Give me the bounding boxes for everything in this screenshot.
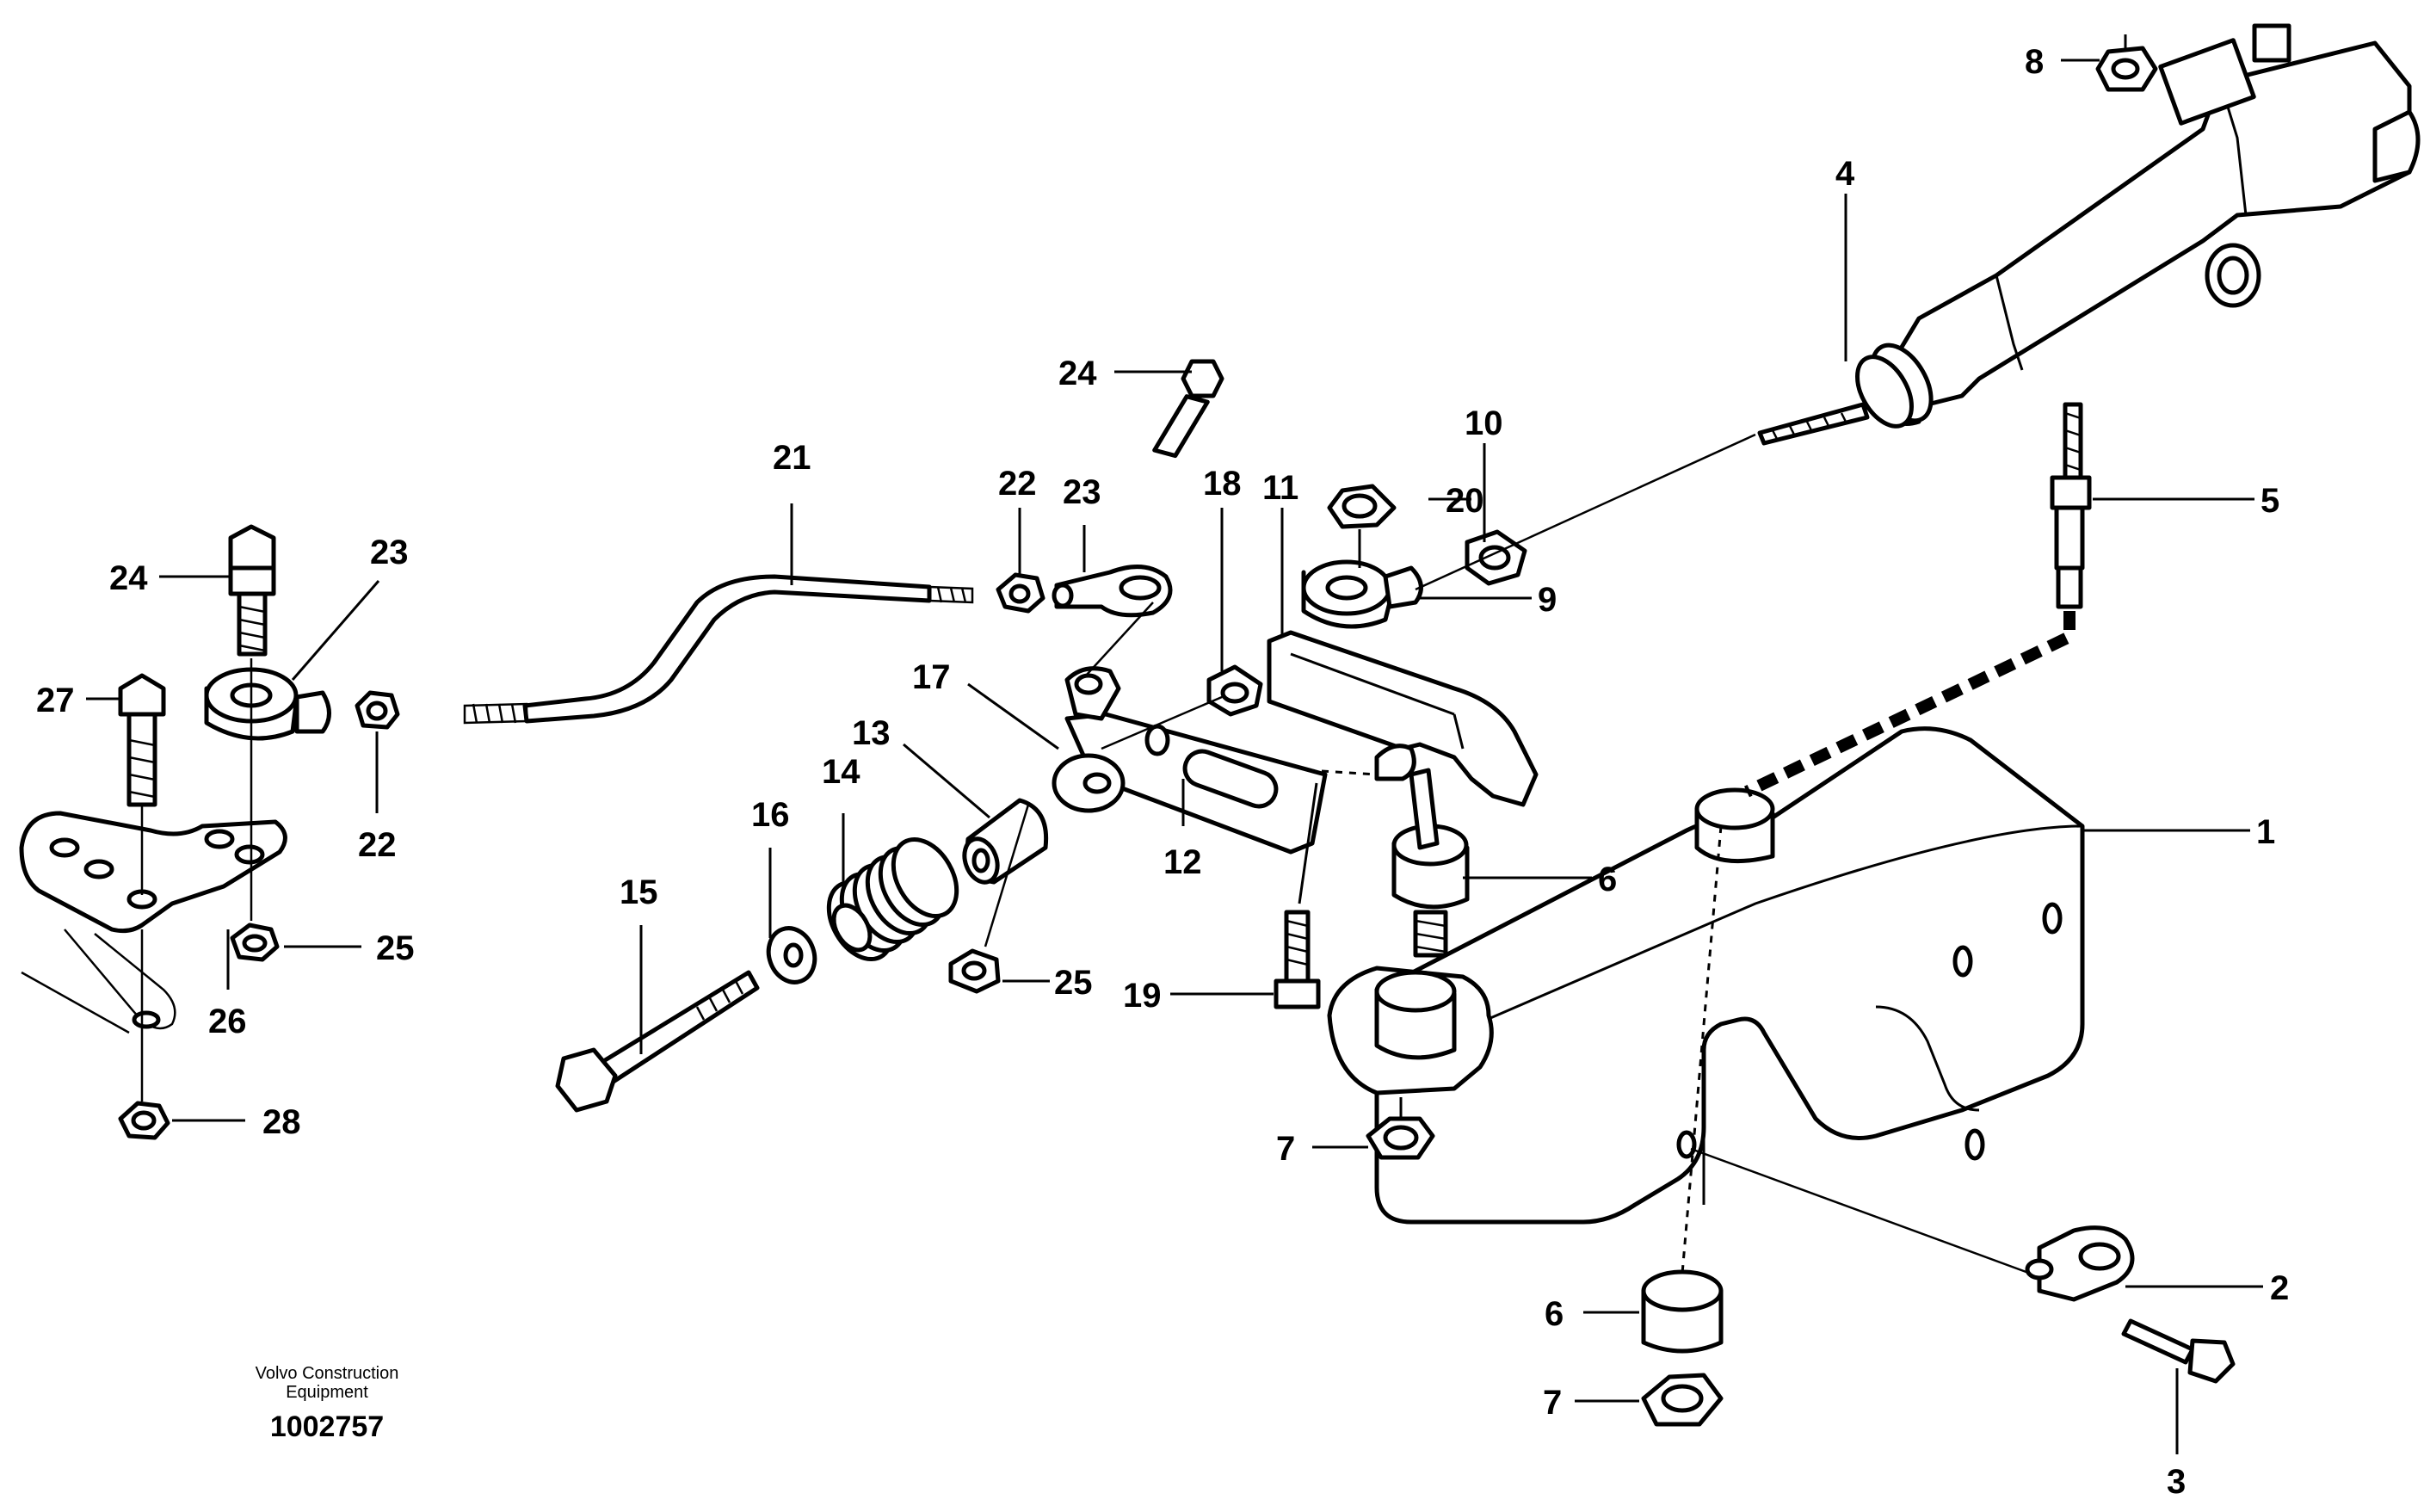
bolt-part-24-left <box>228 524 276 657</box>
callout-5: 5 <box>2261 482 2279 520</box>
bushing-part-6-upper <box>1391 768 1470 958</box>
rod-link-line <box>1415 433 1756 591</box>
bushing-part-6-lower <box>1641 1269 1724 1354</box>
callout-26: 26 <box>208 1003 247 1040</box>
leader-lines <box>86 59 2263 1454</box>
callout-12: 12 <box>1163 843 1202 881</box>
callout-25-middle: 25 <box>1054 964 1093 1002</box>
callout-23-left: 23 <box>370 534 409 571</box>
nut-part-7-upper <box>1366 1097 1435 1160</box>
callout-23-right: 23 <box>1063 473 1101 511</box>
callout-22-left: 22 <box>358 826 397 864</box>
spacer-part-13 <box>962 798 1049 885</box>
rod-end-part-23-left <box>204 667 331 741</box>
lever-part-11 <box>1267 630 1539 807</box>
pin-hidden-line <box>1307 768 1378 776</box>
nut-part-28 <box>118 1101 170 1140</box>
clamp-part-2 <box>2025 1225 2135 1302</box>
callout-14: 14 <box>822 753 860 791</box>
callout-8: 8 <box>2025 43 2044 81</box>
washer-part-16 <box>766 926 817 984</box>
lower-link <box>21 929 176 1034</box>
spring-part-14 <box>826 836 959 962</box>
callout-2: 2 <box>2270 1269 2289 1307</box>
callout-19: 19 <box>1123 977 1162 1015</box>
callout-labels: 1 2 3 4 5 6 6 7 7 8 9 10 11 12 13 14 15 … <box>36 43 2289 1501</box>
nut-part-8 <box>2095 34 2158 92</box>
callout-17: 17 <box>912 658 951 696</box>
drawing-footer: Volvo Construction Equipment 1002757 <box>198 1364 456 1444</box>
valve-part-4 <box>1757 23 2421 446</box>
bolt-part-3 <box>2121 1318 2236 1384</box>
bolt-part-19 <box>1274 782 1321 1009</box>
stud-part-5 <box>2050 402 2092 609</box>
bracket-part-1 <box>1327 726 2085 1225</box>
callout-9: 9 <box>1538 581 1557 619</box>
nut-part-25-left <box>230 923 280 962</box>
stud-hidden-path <box>1743 611 2076 798</box>
lever-plate-part-12 <box>1064 666 1328 855</box>
callout-24-left: 24 <box>109 559 148 597</box>
callout-21: 21 <box>773 439 811 477</box>
callout-18: 18 <box>1203 465 1242 503</box>
rod-end-part-9 <box>1301 559 1423 629</box>
callout-7-lower: 7 <box>1543 1384 1562 1422</box>
plate-part-26 <box>19 811 287 934</box>
nut-part-20 <box>1327 484 1397 529</box>
callout-10: 10 <box>1465 404 1503 442</box>
callout-16: 16 <box>751 796 790 834</box>
link-rod-part-21 <box>463 574 974 725</box>
washer-part-17 <box>1052 753 1126 813</box>
nut-part-10 <box>1465 529 1527 586</box>
callout-3: 3 <box>2167 1463 2186 1501</box>
nut-part-25-middle <box>948 948 1001 994</box>
callout-15: 15 <box>620 873 658 911</box>
callout-27: 27 <box>36 682 75 719</box>
callout-7-upper: 7 <box>1276 1130 1295 1168</box>
callout-1: 1 <box>2256 813 2275 851</box>
axis-line-25 <box>984 804 1030 947</box>
nut-part-18 <box>1206 664 1263 717</box>
brand-line-2: Equipment <box>286 1383 368 1402</box>
nut-part-22-left <box>355 690 400 730</box>
drawing-number: 1002757 <box>269 1410 385 1443</box>
callout-11: 11 <box>1262 469 1298 507</box>
callout-6-lower: 6 <box>1545 1295 1564 1333</box>
lower-plate <box>1327 966 1494 1095</box>
pin-head <box>1374 744 1416 781</box>
callout-6-upper: 6 <box>1598 861 1617 898</box>
callout-25-left: 25 <box>376 929 415 967</box>
callout-20: 20 <box>1446 482 1484 520</box>
nut-part-22-right <box>996 572 1045 614</box>
bolt-part-24-upper <box>1085 359 1224 676</box>
callout-28: 28 <box>262 1103 301 1141</box>
bolt-axis-line <box>1690 1147 2032 1275</box>
center-line-bushing <box>1681 825 1723 1274</box>
callout-13: 13 <box>852 714 891 752</box>
callout-24-upper: 24 <box>1058 355 1097 392</box>
callout-22-right: 22 <box>998 465 1037 503</box>
bolt-part-27 <box>118 673 166 807</box>
rod-end-part-23-right <box>1052 565 1173 618</box>
bolt-part-15 <box>555 970 760 1113</box>
nut-part-7-lower <box>1641 1373 1724 1427</box>
axis-line-12 <box>1101 695 1223 750</box>
brand-line-1: Volvo Construction <box>255 1364 399 1383</box>
callout-4: 4 <box>1835 155 1855 193</box>
